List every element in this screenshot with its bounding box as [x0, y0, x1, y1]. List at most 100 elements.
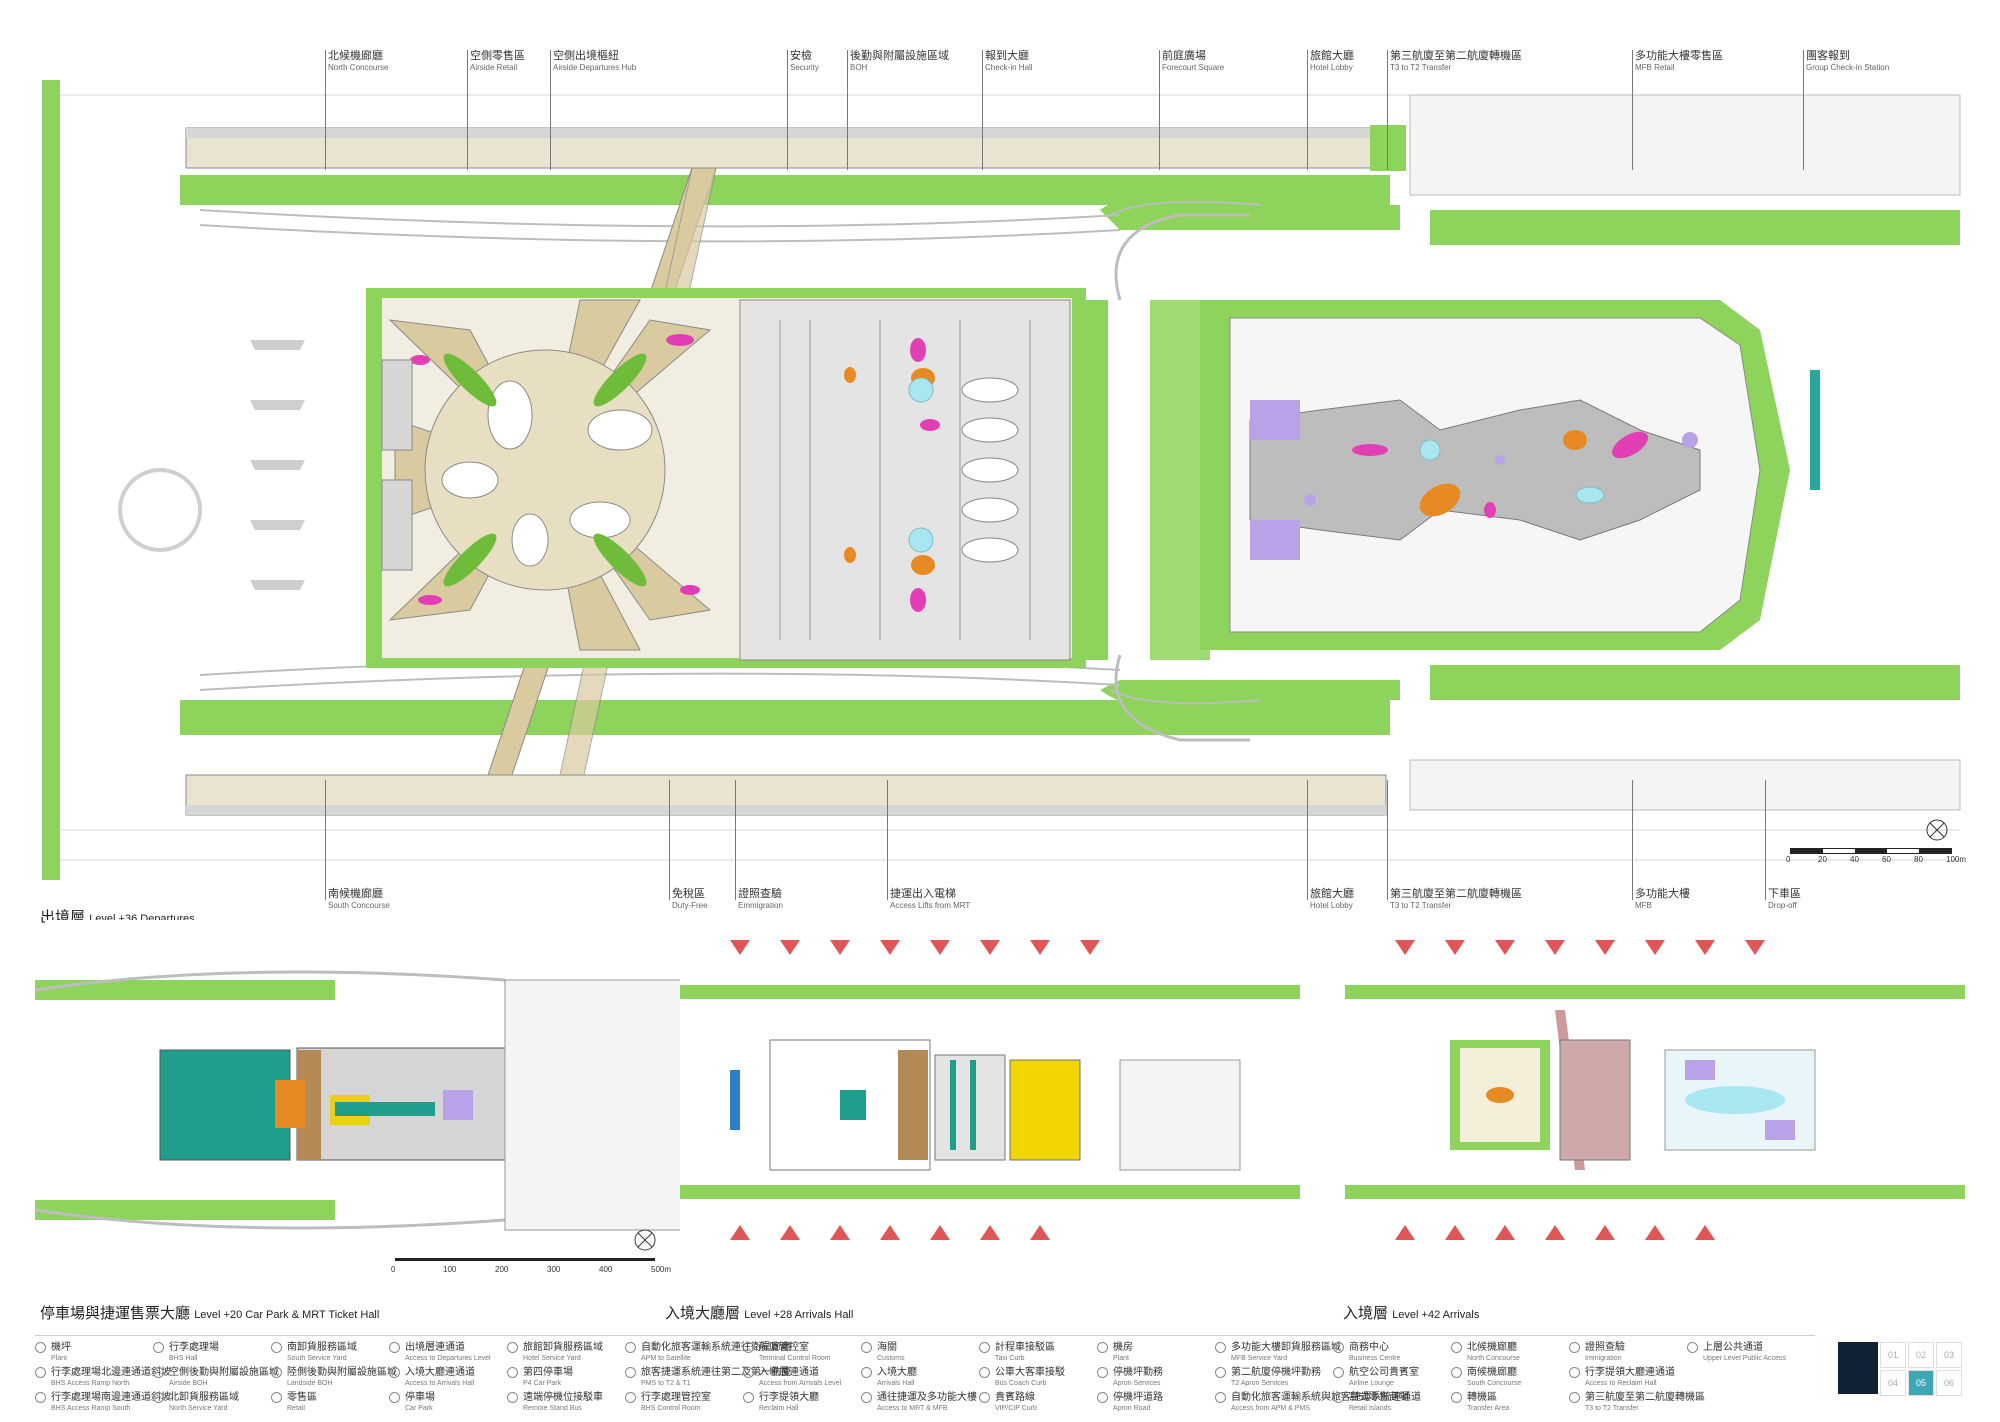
legend-item-en: South Service Yard	[287, 1355, 347, 1362]
scale-tick-label: 500m	[651, 1265, 672, 1274]
arrivals-hall-plan-drawing	[680, 920, 1300, 1260]
legend-item-en: P4 Car Park	[523, 1380, 562, 1387]
legend-item-en: Hotel Service Yard	[523, 1355, 581, 1362]
carpark-title: 停車場與捷運售票大廳 Level +20 Car Park & MRT Tick…	[40, 1302, 379, 1323]
legend-item-en: APM to Satellite	[641, 1355, 691, 1362]
legend-item-en: BHS Access Ramp North	[51, 1380, 130, 1387]
leader-line	[787, 50, 788, 170]
leader-line	[735, 780, 736, 900]
legend-item-en: Arrivals Hall	[877, 1380, 915, 1387]
page-06[interactable]: 06	[1936, 1370, 1962, 1396]
legend-item-zh: 北候機廊廳	[1467, 1342, 1517, 1353]
legend-item-en: BHS Control Room	[641, 1405, 701, 1412]
leader-line	[550, 50, 551, 170]
legend-item-en: Remote Stand Bus	[523, 1405, 582, 1412]
legend-item-en: Access from Arrivals Level	[759, 1380, 842, 1387]
bottom-label-zh: 捷運出入電梯	[890, 888, 956, 900]
top-label-en: Forecourt Square	[1162, 63, 1225, 72]
legend-item-en: Access to Reclaim Hall	[1585, 1380, 1657, 1387]
page-02[interactable]: 02	[1908, 1342, 1934, 1368]
legend-item-en: T2 Apron Services	[1231, 1380, 1289, 1387]
bottom-label-en: South Concourse	[328, 901, 390, 910]
legend-item-zh: 第三航廈至第二航廈轉機區	[1585, 1392, 1705, 1403]
legend-item-en: Landside BOH	[287, 1380, 333, 1387]
legend-item-zh: 入境層連通道	[759, 1367, 819, 1378]
bottom-label-zh: 下車區	[1768, 888, 1801, 900]
legend-marker	[743, 1392, 754, 1403]
legend-item-zh: 自動化旅客運輸系統與旅客捷運系統連通道	[1231, 1392, 1421, 1403]
legend-item-en: Retail	[287, 1405, 305, 1412]
top-label-en: Security	[790, 63, 819, 72]
legend-item-zh: 航空公司貴賓室	[1349, 1367, 1419, 1378]
legend-item-zh: 零售區	[287, 1392, 317, 1403]
page-03[interactable]: 03	[1936, 1342, 1962, 1368]
bottom-label-zh: 第三航廈至第二航廈轉機區	[1390, 888, 1522, 900]
top-label-en: Hotel Lobby	[1310, 63, 1353, 72]
page-01[interactable]: 01	[1880, 1342, 1906, 1368]
legend-item-en: Plant	[1113, 1355, 1129, 1362]
legend-marker	[979, 1392, 990, 1403]
page-05[interactable]: 05	[1908, 1370, 1934, 1396]
legend-item-en: Taxi Curb	[995, 1355, 1025, 1362]
legend-item: 行李提領大廳連通道 Access to Reclaim Hall	[1569, 1367, 1675, 1389]
legend-item-en: Upper Level Public Access	[1703, 1355, 1786, 1362]
legend-marker	[153, 1367, 164, 1378]
leader-line	[1765, 780, 1766, 900]
arrivals-hall-title: 入境大廳層 Level +28 Arrivals Hall	[665, 1302, 853, 1323]
legend-marker	[979, 1367, 990, 1378]
scale-tick-label: 20	[1818, 855, 1827, 864]
legend-marker	[1215, 1367, 1226, 1378]
legend-marker	[1215, 1392, 1226, 1403]
page-04[interactable]: 04	[1880, 1370, 1906, 1396]
page-thumbnail	[1838, 1342, 1878, 1394]
top-label-en: MFB Retail	[1635, 63, 1675, 72]
legend-item-en: Immigration	[1585, 1355, 1622, 1362]
legend-item-en: BHS Hall	[169, 1355, 198, 1362]
bottom-label-en: Duty-Free	[672, 901, 708, 910]
legend-item-zh: 停機坪勤務	[1113, 1367, 1163, 1378]
scale-tick-label: 40	[1850, 855, 1859, 864]
scale-tick-label: 300	[547, 1265, 561, 1274]
top-label-zh: 旅館大廳	[1310, 50, 1354, 62]
legend-item-zh: 行李提領大廳連通道	[1585, 1367, 1675, 1378]
bottom-label-zh: 南候機廊廳	[328, 888, 383, 900]
legend-marker	[1333, 1392, 1344, 1403]
legend-item-zh: 證照查驗	[1585, 1342, 1625, 1353]
legend-item-zh: 陸側後勤與附屬設施區域	[287, 1367, 397, 1378]
legend-item-en: Transfer Area	[1467, 1405, 1510, 1412]
legend-marker	[271, 1392, 282, 1403]
legend-item-zh: 島式零售商場	[1349, 1392, 1409, 1403]
leader-line	[1307, 780, 1308, 900]
top-label-zh: 第三航廈至第二航廈轉機區	[1390, 50, 1522, 62]
top-label-en: North Concourse	[328, 63, 389, 72]
legend-marker	[625, 1367, 636, 1378]
legend-marker	[389, 1392, 400, 1403]
legend-marker	[507, 1367, 518, 1378]
carpark-plan-drawing	[35, 920, 695, 1260]
bottom-label-en: Access Lifts from MRT	[890, 901, 971, 910]
legend-item-zh: 出境層連通道	[405, 1342, 465, 1353]
legend-item-zh: 行李處理場	[169, 1342, 219, 1353]
legend-item-zh: 第二航廈停機坪勤務	[1231, 1367, 1321, 1378]
legend-item-en: Airside BOH	[169, 1380, 208, 1387]
legend-item-en: VIP/CIP Curb	[995, 1405, 1037, 1412]
legend-marker	[1451, 1367, 1462, 1378]
legend-item-zh: 旅客捷運系統連往第二及第一航廈	[641, 1367, 791, 1378]
